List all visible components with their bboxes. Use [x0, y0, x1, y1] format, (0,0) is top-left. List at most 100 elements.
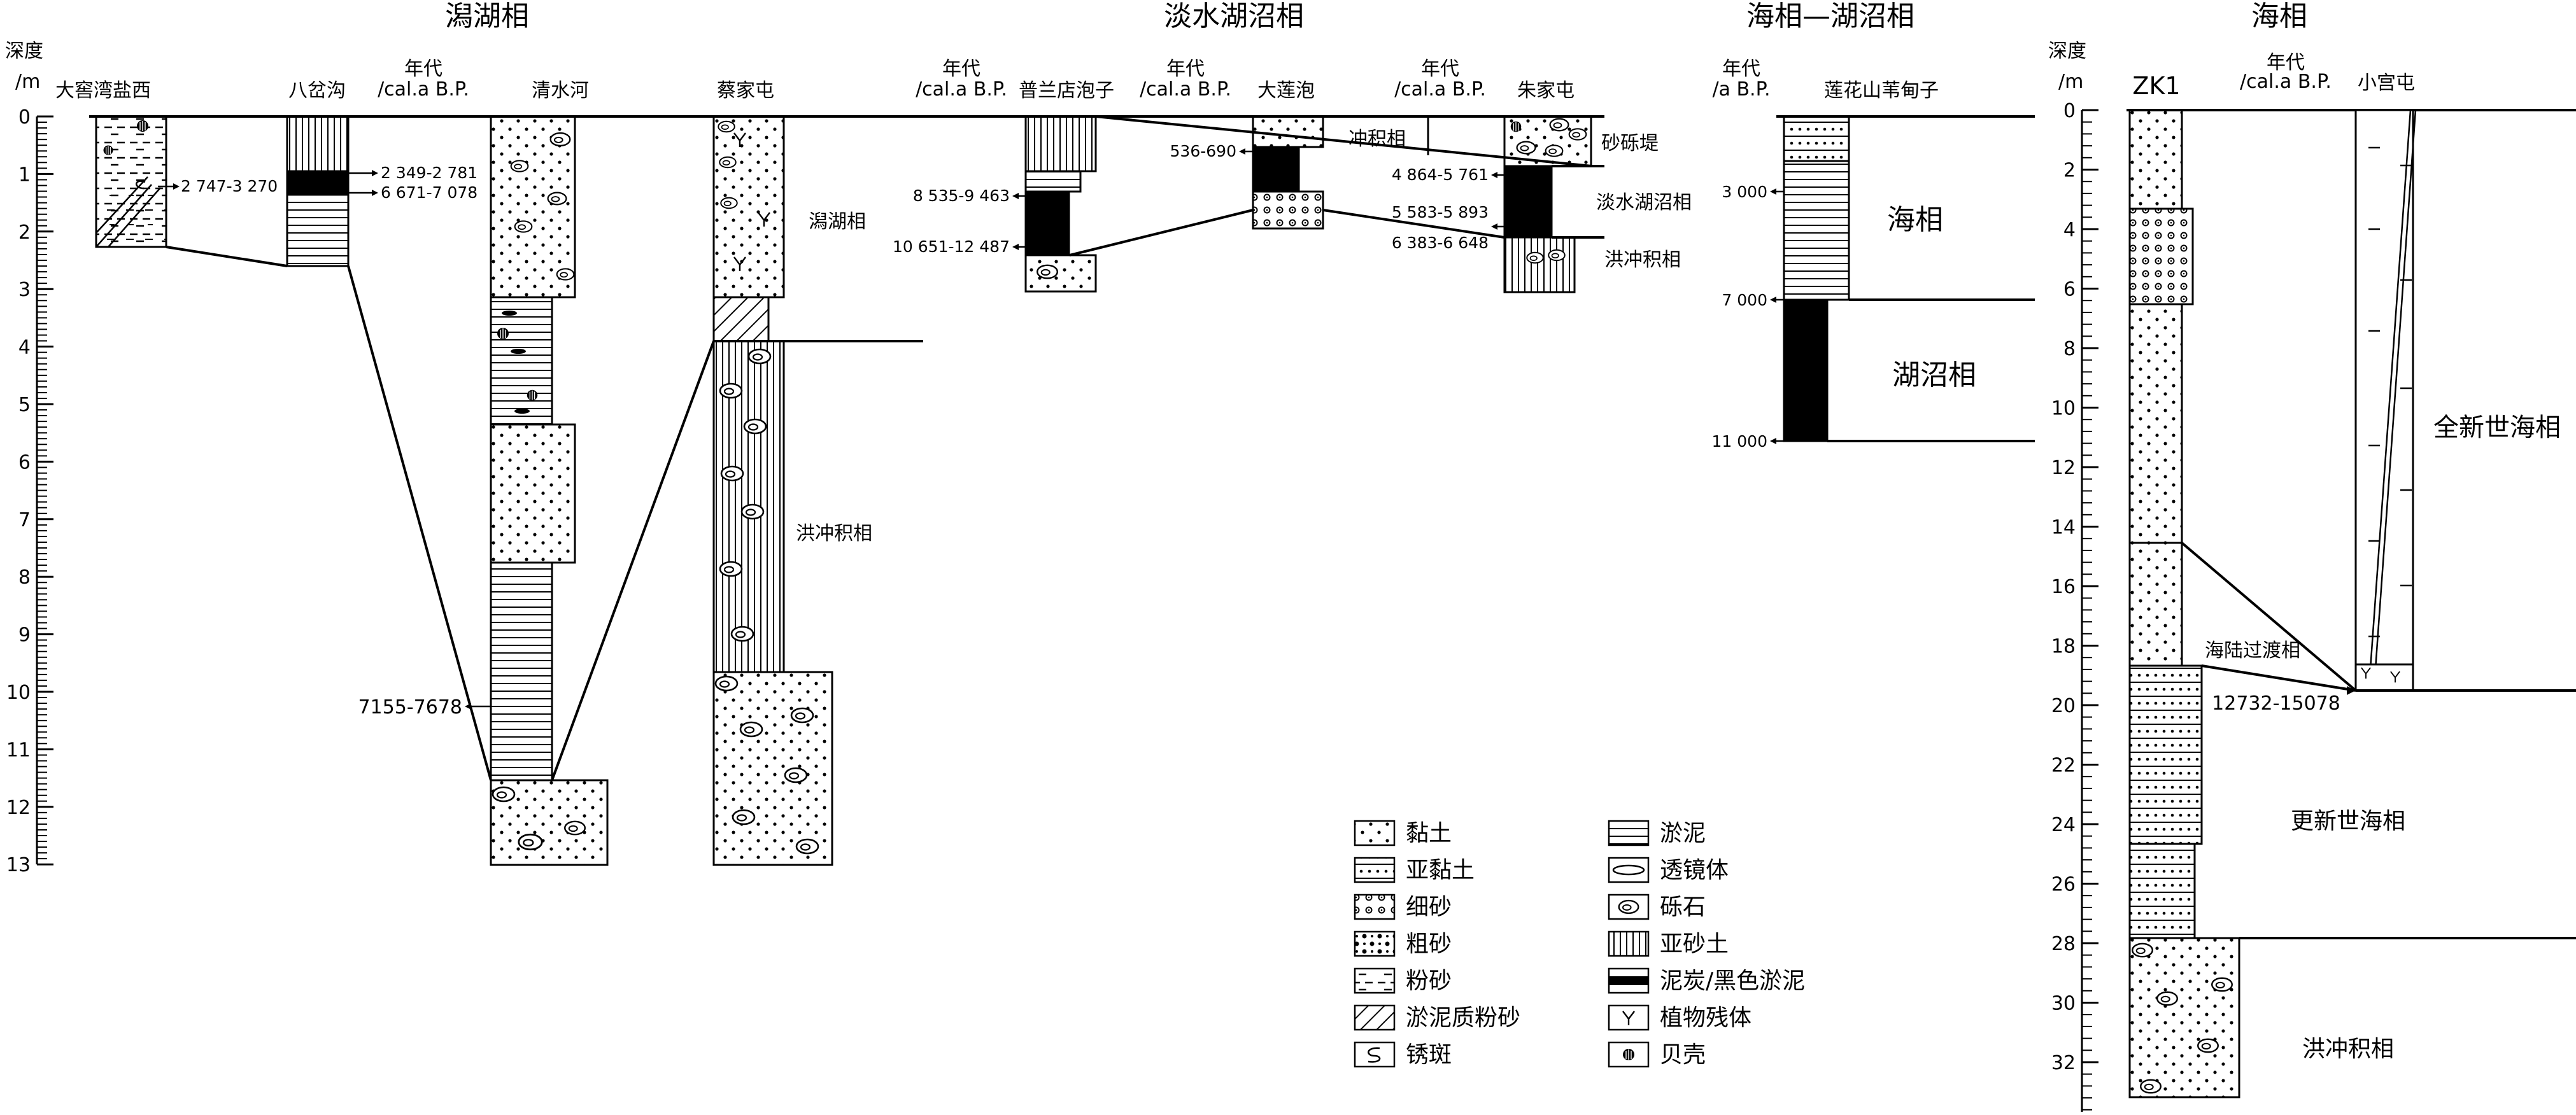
legend-item: 透镜体: [1608, 857, 1729, 883]
depth-unit-left: /m: [15, 71, 40, 93]
legend-label: 粉砂: [1406, 968, 1452, 994]
legend-item: 亚黏土: [1354, 857, 1475, 883]
age-header-4: 年代: [1421, 58, 1459, 80]
legend-label: 锈斑: [1406, 1042, 1452, 1068]
left-depth-tick-label: 0: [18, 106, 31, 129]
legend-item: 亚砂土: [1608, 930, 1729, 957]
section-title-marine-lake: 海相—湖沼相: [1746, 0, 1914, 32]
legend-label: 亚黏土: [1406, 857, 1475, 883]
legend-label: 亚砂土: [1660, 931, 1729, 957]
facies-gravel-bar: 砂砾堤: [1601, 132, 1659, 155]
legend-swatch: [1608, 930, 1650, 957]
facies-transition: 海陆过渡相: [2205, 640, 2300, 662]
right-depth-axis: 0246810121416182022242628303234: [2051, 100, 2098, 1115]
age-header-1: 年代: [404, 58, 442, 80]
facies-alluvial3: 洪冲积相: [2302, 1036, 2394, 1062]
age-unit-4: /cal.a B.P.: [1394, 78, 1486, 101]
legend-label: 贝壳: [1660, 1042, 1706, 1068]
left-depth-tick-label: 9: [18, 624, 31, 647]
right-depth-tick-label: 30: [2051, 993, 2076, 1015]
legend-swatch: [1608, 820, 1650, 846]
legend-item: 淤泥质粉砂: [1354, 1004, 1520, 1031]
age-header-3: 年代: [1166, 58, 1205, 80]
facies-fluvial: 冲积相: [1348, 128, 1406, 150]
site-dalianpao: 大莲泡: [1257, 80, 1315, 102]
legend-swatch: [1354, 820, 1396, 846]
age-a3: 6 671-7 078: [381, 183, 478, 202]
legend-item: 淤泥: [1608, 820, 1706, 846]
column-zk1: [2128, 109, 2240, 1098]
legend-swatch: [1354, 967, 1396, 994]
legend-item: 贝壳: [1608, 1041, 1706, 1068]
right-depth-tick-label: 26: [2051, 874, 2076, 896]
age-markers-lagoon: 2 747-3 270 2 349-2 781 6 671-7 078 7155…: [158, 164, 491, 719]
legend-label: 砾石: [1660, 894, 1706, 920]
site-bachagou: 八岔沟: [288, 80, 346, 102]
right-depth-tick-label: 4: [2063, 219, 2076, 241]
left-depth-tick-label: 4: [18, 337, 31, 359]
left-depth-tick-label: 3: [18, 279, 31, 301]
column-zhujiatun: [1503, 115, 1592, 293]
legend-swatch: [1608, 857, 1650, 883]
right-depth-tick-label: 16: [2051, 576, 2076, 598]
legend-item: 黏土: [1354, 820, 1452, 846]
legend-item: 泥炭/黑色淤泥: [1608, 967, 1805, 994]
age-a12: 7 000: [1722, 291, 1767, 309]
facies-lake: 湖沼相: [1892, 359, 1976, 391]
column-caijiatun: [712, 115, 833, 866]
age-markers-freshwater: 8 535-9 463 10 651-12 487 536-690 4 864-…: [893, 142, 1504, 256]
legend-swatch: [1354, 930, 1396, 957]
right-depth-tick-label: 20: [2051, 695, 2076, 717]
column-xiaogongtun: [2354, 109, 2417, 692]
column-dajiaowan: [95, 115, 167, 248]
age-unit-6: /cal.a B.P.: [2240, 71, 2332, 93]
age-a5: 8 535-9 463: [913, 186, 1010, 205]
legend-swatch: [1354, 1004, 1396, 1031]
column-pulandian: [1024, 115, 1097, 293]
legend-item: 粗砂: [1354, 930, 1452, 957]
right-depth-tick-label: 10: [2051, 398, 2076, 420]
site-zhujiatun: 朱家屯: [1517, 80, 1575, 102]
left-depth-tick-label: 6: [18, 451, 31, 473]
age-unit-1: /cal.a B.P.: [378, 78, 469, 101]
legend-label: 淤泥质粉砂: [1406, 1005, 1520, 1031]
left-depth-tick-label: 10: [6, 682, 31, 704]
age-a2: 2 349-2 781: [381, 164, 478, 182]
depth-label-left: 深度: [5, 40, 43, 62]
age-unit-2: /cal.a B.P.: [916, 78, 1007, 101]
age-header-5: 年代: [1722, 58, 1760, 80]
right-depth-tick-label: 32: [2051, 1052, 2076, 1074]
right-depth-tick-label: 14: [2051, 517, 2076, 539]
right-depth-tick-label: 22: [2051, 755, 2076, 777]
facies-fresh-lake: 淡水湖沼相: [1596, 192, 1692, 214]
legend-label: 泥炭/黑色淤泥: [1660, 968, 1805, 994]
age-a1: 2 747-3 270: [181, 177, 278, 195]
legend-label: 黏土: [1406, 820, 1452, 846]
depth-label-right: 深度: [2048, 40, 2086, 62]
left-depth-tick-label: 1: [18, 164, 31, 186]
right-depth-tick-label: 0: [2063, 100, 2076, 122]
age-header-2: 年代: [942, 58, 980, 80]
age-a13: 11 000: [1712, 432, 1767, 451]
section-title-lagoon: 潟湖相: [445, 0, 529, 32]
column-lianhuashan: [1783, 115, 1850, 442]
depth-unit-right: /m: [2058, 71, 2083, 93]
site-dajiaowan: 大窖湾盐西: [55, 80, 151, 102]
legend-item: 粉砂: [1354, 967, 1452, 994]
site-zk1: ZK1: [2132, 72, 2180, 100]
column-qingshuihe: [490, 115, 609, 866]
legend-swatch: [1354, 1041, 1396, 1068]
right-depth-tick-label: 18: [2051, 636, 2076, 658]
right-depth-tick-label: 12: [2051, 457, 2076, 479]
left-depth-tick-label: 2: [18, 221, 31, 244]
facies-holocene-marine: 全新世海相: [2433, 413, 2561, 442]
age-a4: 7155-7678: [358, 696, 462, 719]
left-depth-tick-label: 7: [18, 509, 31, 531]
legend-swatch: [1354, 894, 1396, 920]
right-depth-tick-label: 28: [2051, 933, 2076, 955]
age-unit-3: /cal.a B.P.: [1140, 78, 1231, 101]
left-depth-tick-label: 8: [18, 566, 31, 589]
